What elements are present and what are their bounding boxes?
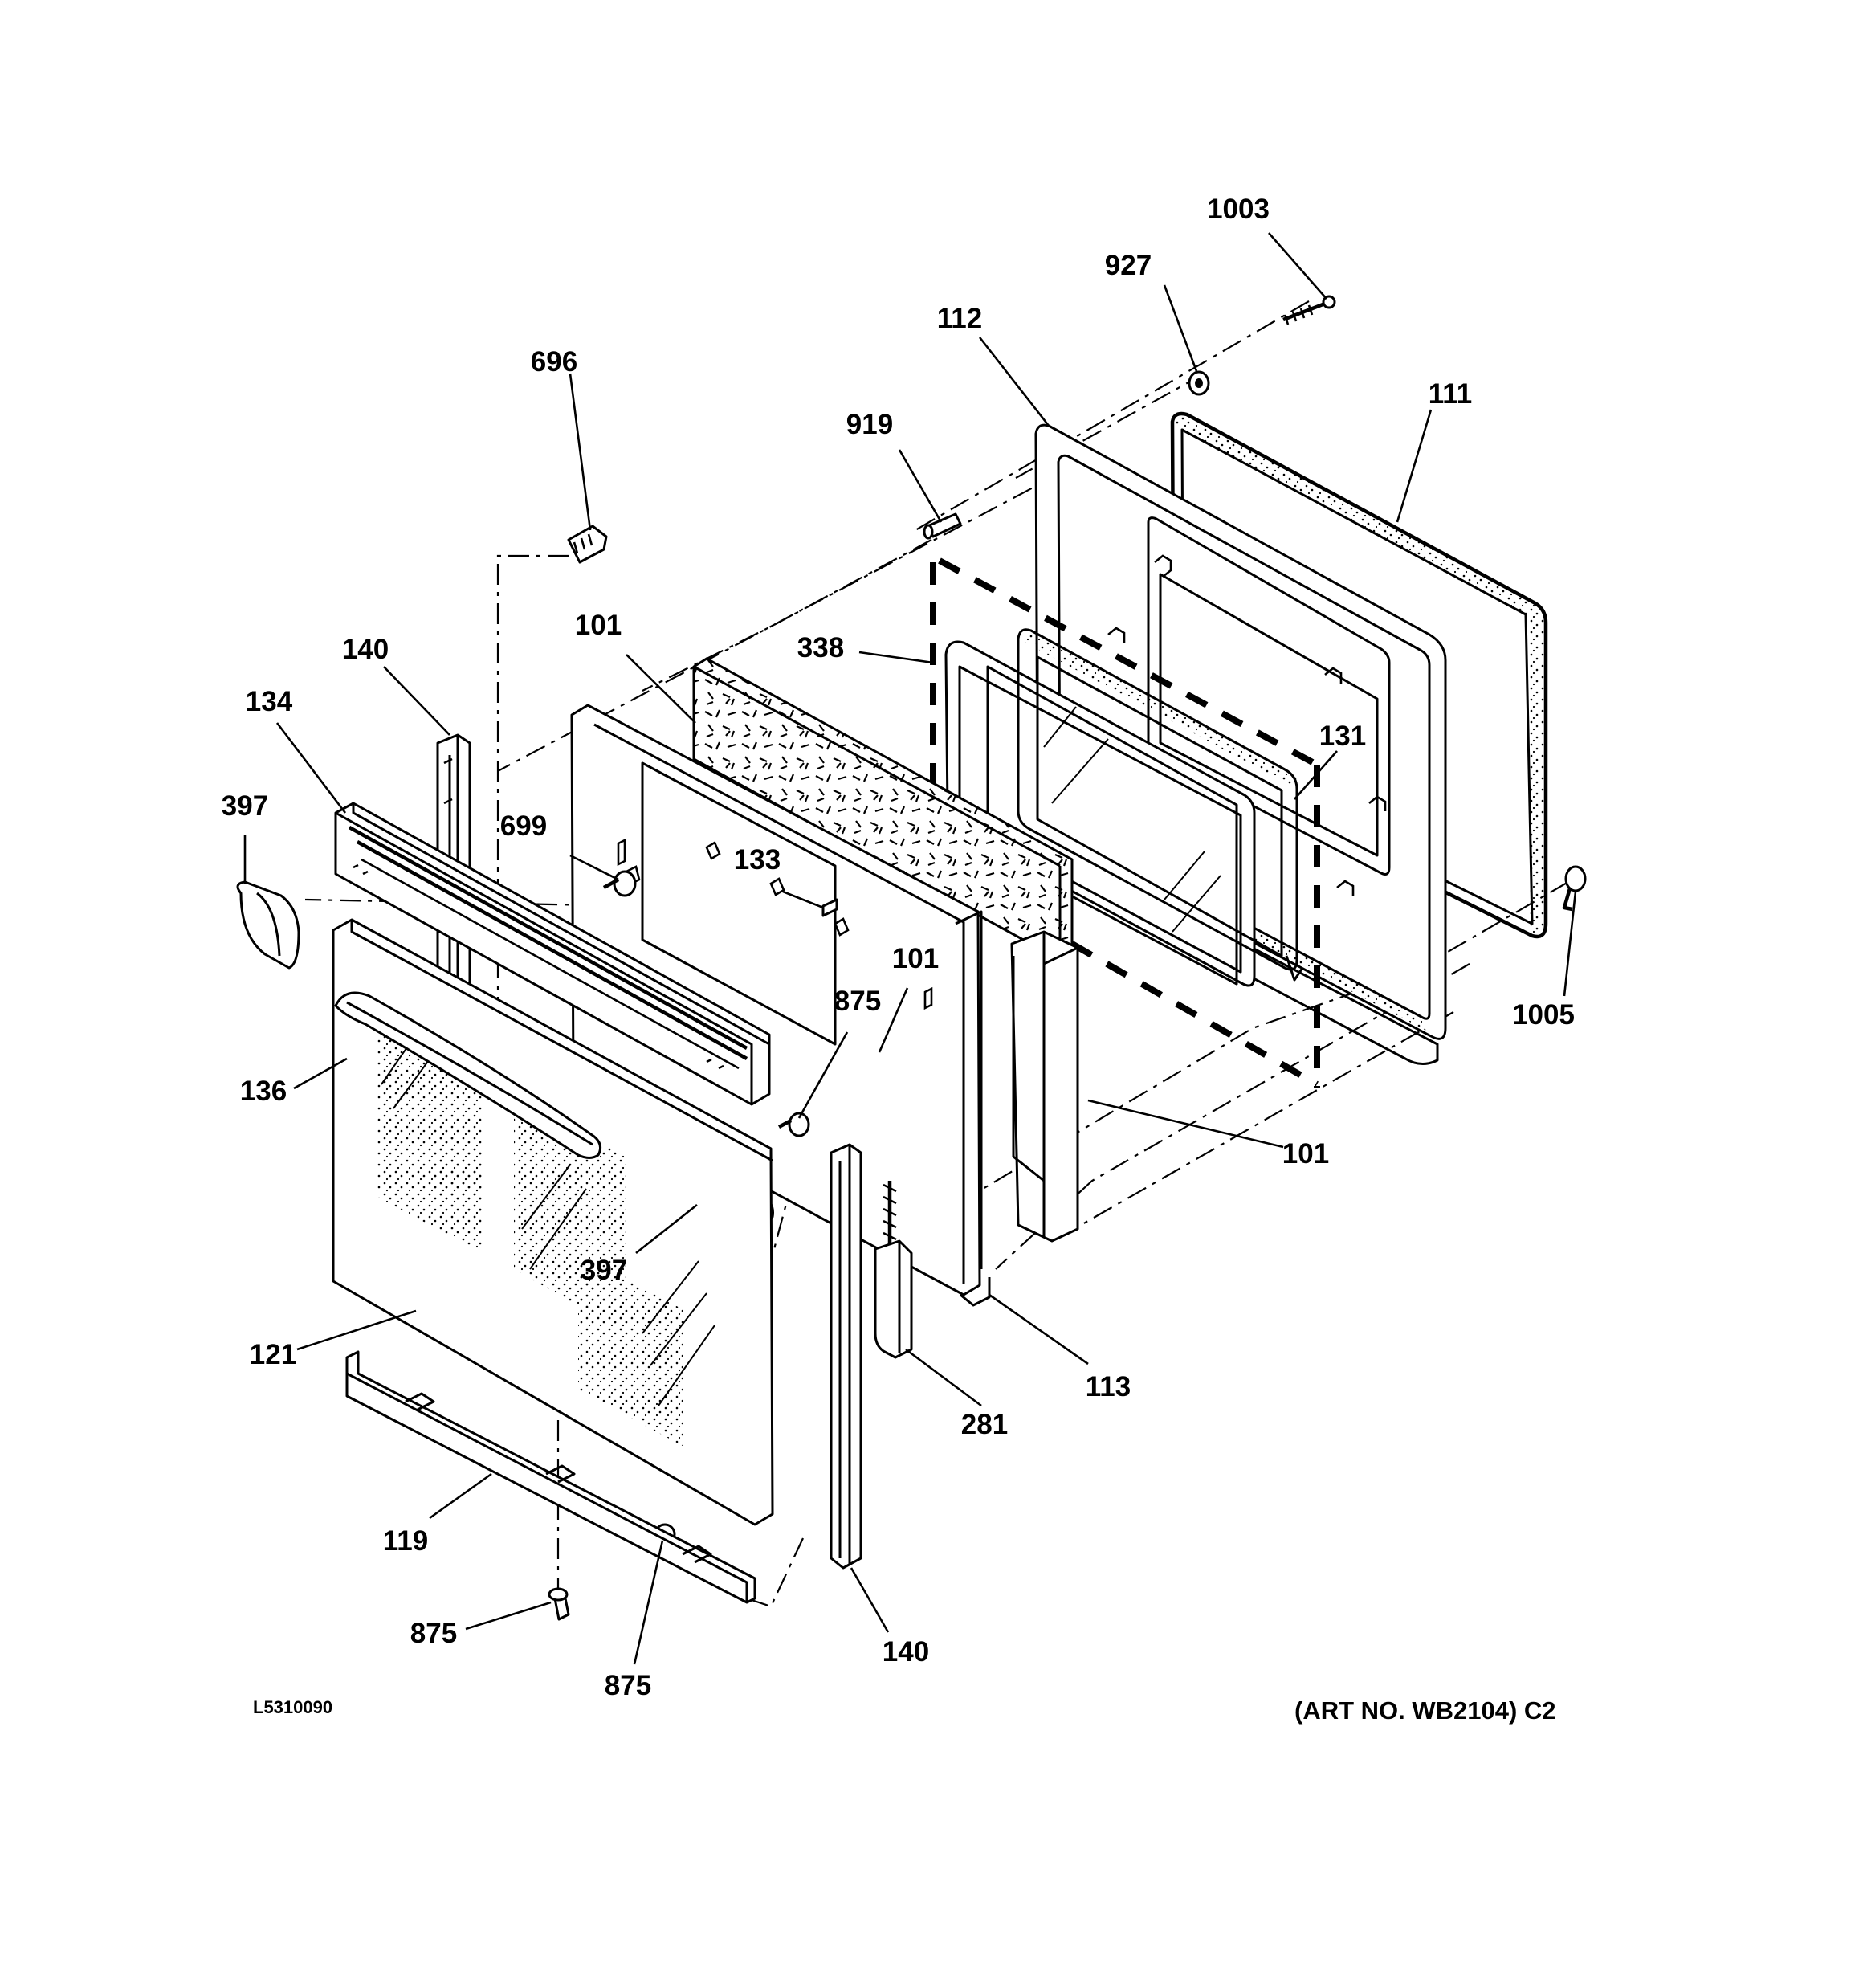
callout-101-middle: 101: [892, 943, 939, 974]
callout-919: 919: [846, 409, 893, 440]
callout-leaders: [243, 232, 1577, 1665]
callout-1003: 1003: [1207, 194, 1270, 225]
callout-111: 111: [1429, 378, 1473, 410]
callout-338: 338: [797, 632, 844, 663]
callout-397-left: 397: [222, 790, 268, 822]
callout-140-upper: 140: [342, 634, 389, 665]
callout-101-upper: 101: [575, 610, 622, 641]
callout-113: 113: [1086, 1371, 1131, 1402]
part-338-frame-outline: [930, 557, 1320, 1088]
callout-927: 927: [1105, 250, 1152, 281]
callout-133: 133: [734, 844, 781, 876]
part-1003-screw: [1282, 295, 1336, 325]
part-131-window-assembly: [944, 628, 1304, 987]
callout-875-lower-left: 875: [410, 1618, 457, 1649]
callout-134: 134: [246, 686, 293, 717]
callout-140-lower: 140: [883, 1636, 929, 1668]
part-119-bottom-trim: [345, 1350, 756, 1604]
callout-696: 696: [531, 346, 577, 378]
part-101-insulation-side: [1010, 930, 1079, 1243]
part-140-channel-right: [830, 1143, 862, 1570]
callout-131: 131: [1319, 720, 1366, 752]
part-133-tab: [821, 898, 838, 917]
part-281-hinge: [874, 1181, 913, 1359]
drawing-number: L5310090: [253, 1697, 332, 1717]
callout-875-lower-right: 875: [605, 1670, 651, 1701]
callout-1005: 1005: [1512, 999, 1575, 1031]
part-1005-screw: [1562, 865, 1587, 912]
part-919-pin: [923, 512, 962, 540]
part-875-screw-lower-left: [548, 1587, 570, 1621]
callout-875-upper: 875: [834, 986, 881, 1017]
callout-281: 281: [961, 1409, 1008, 1440]
part-134-vent-trim: [334, 802, 771, 1106]
part-397-end-cap-left: [236, 880, 300, 970]
callout-121: 121: [250, 1339, 296, 1370]
part-875-screw-upper: [777, 1112, 810, 1137]
part-136-handle: [334, 991, 602, 1159]
part-696-screw: [567, 525, 608, 564]
art-number: (ART NO. WB2104) C2: [1294, 1696, 1556, 1725]
callout-397-right: 397: [581, 1255, 627, 1286]
callout-101-lower: 101: [1282, 1138, 1329, 1170]
part-699-screw: [602, 870, 637, 897]
callout-112: 112: [937, 303, 982, 334]
callout-labels: 1003 927 112 696 111 919 140 101 338 134…: [222, 194, 1575, 1701]
callout-699: 699: [500, 810, 547, 842]
part-927-washer: [1188, 370, 1210, 396]
callout-119: 119: [383, 1525, 428, 1557]
callout-136: 136: [240, 1076, 287, 1107]
